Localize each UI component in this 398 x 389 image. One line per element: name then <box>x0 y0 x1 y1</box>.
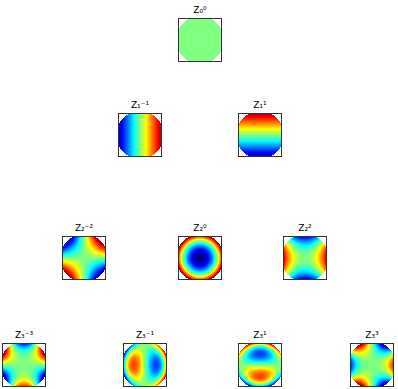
polynomial-map <box>2 343 46 387</box>
polynomial-label: Z₃⁻¹ <box>95 329 195 341</box>
polynomial-map <box>123 343 167 387</box>
zernike-plot <box>62 236 106 280</box>
zernike-tile: Z₃³ <box>350 329 394 387</box>
zernike-plot <box>178 18 222 62</box>
zernike-plot <box>178 236 222 280</box>
tile-frame <box>239 344 282 387</box>
zernike-plot <box>283 236 327 280</box>
tile-frame <box>239 114 282 157</box>
zernike-tile: Z₁⁻¹ <box>118 99 162 157</box>
polynomial-label: Z₂⁻² <box>34 222 134 234</box>
zernike-tile: Z₂² <box>283 222 327 280</box>
polynomial-map <box>178 236 222 280</box>
tile-frame <box>284 237 327 280</box>
polynomial-map <box>238 343 282 387</box>
zernike-plot <box>238 113 282 157</box>
zernike-tile: Z₃⁻³ <box>2 329 46 387</box>
zernike-plot <box>123 343 167 387</box>
zernike-tile: Z₀⁰ <box>178 4 222 62</box>
polynomial-label: Z₁¹ <box>210 99 310 111</box>
polynomial-map <box>283 236 327 280</box>
polynomial-map <box>238 113 282 157</box>
polynomial-label: Z₀⁰ <box>150 4 250 16</box>
polynomial-map <box>62 236 106 280</box>
polynomial-map <box>118 113 162 157</box>
polynomial-label: Z₂⁰ <box>150 222 250 234</box>
tile-frame <box>3 344 46 387</box>
polynomial-label: Z₃⁻³ <box>0 329 74 341</box>
polynomial-label: Z₃³ <box>322 329 398 341</box>
polynomial-label: Z₂² <box>255 222 355 234</box>
tile-frame <box>179 237 222 280</box>
zernike-tile: Z₃⁻¹ <box>123 329 167 387</box>
zernike-tile: Z₂⁰ <box>178 222 222 280</box>
tile-frame <box>124 344 167 387</box>
polynomial-label: Z₁⁻¹ <box>90 99 190 111</box>
polynomial-map <box>178 18 222 62</box>
tile-frame <box>119 114 162 157</box>
zernike-plot <box>2 343 46 387</box>
tile-frame <box>63 237 106 280</box>
zernike-plot <box>238 343 282 387</box>
polynomial-map <box>350 343 394 387</box>
tile-frame <box>179 19 222 62</box>
polynomial-label: Z₃¹ <box>210 329 310 341</box>
zernike-tile: Z₃¹ <box>238 329 282 387</box>
zernike-plot <box>350 343 394 387</box>
zernike-tile: Z₁¹ <box>238 99 282 157</box>
tile-frame <box>351 344 394 387</box>
zernike-plot <box>118 113 162 157</box>
zernike-tile: Z₂⁻² <box>62 222 106 280</box>
